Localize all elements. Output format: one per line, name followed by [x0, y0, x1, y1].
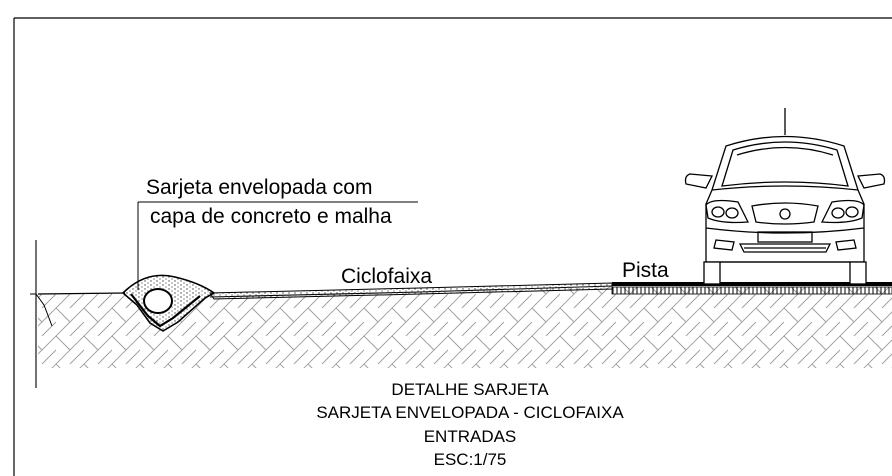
soil-hatch [38, 287, 892, 368]
terrain-line [37, 292, 126, 295]
gutter-callout-line2: capa de concreto e malha [150, 205, 392, 228]
gutter-callout-line1: Sarjeta envelopada com [146, 176, 373, 199]
road-pavement [611, 282, 892, 295]
gutter-pipe [143, 288, 173, 314]
gutter-callout-leader [137, 201, 418, 290]
bike-lane-label: Ciclofaixa [341, 265, 433, 288]
caption-scale: ESC:1/75 [433, 450, 507, 469]
caption-title: DETALHE SARJETA [391, 380, 549, 399]
enveloped-gutter [121, 274, 216, 332]
left-edge-marker [30, 240, 53, 388]
car-icon [684, 108, 886, 285]
drawing-frame [13, 17, 892, 476]
caption-subtitle: SARJETA ENVELOPADA - CICLOFAIXA [316, 403, 624, 422]
caption-entries: ENTRADAS [423, 427, 517, 446]
road-label: Pista [622, 259, 669, 282]
